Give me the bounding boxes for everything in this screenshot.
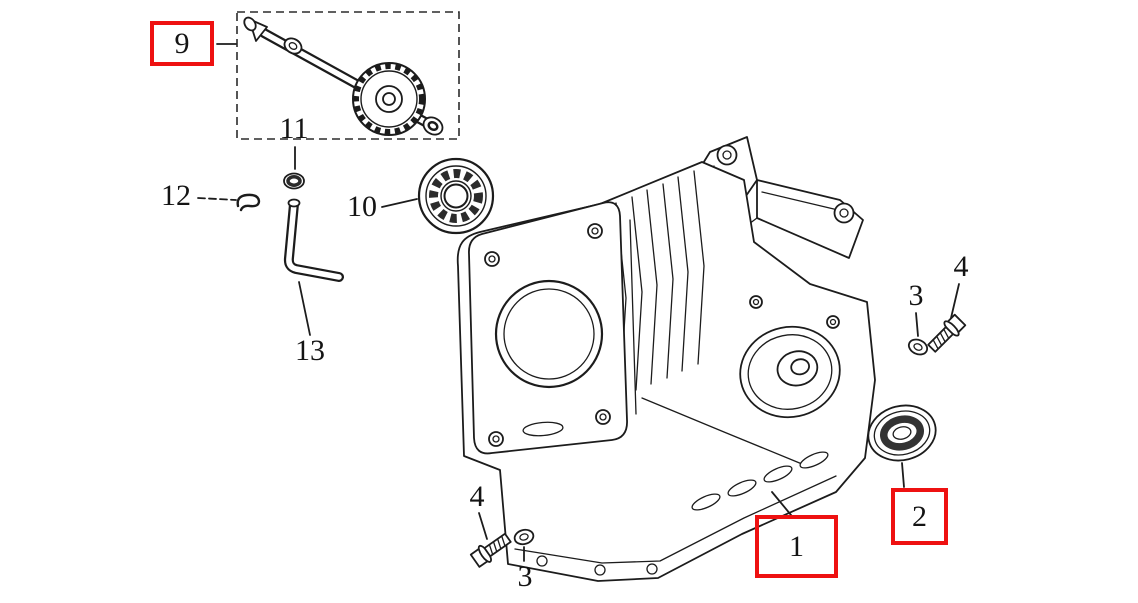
oil-seal-2-drawing	[867, 404, 937, 462]
bolt-4-upper-drawing	[927, 313, 967, 353]
callout-2: 2	[912, 499, 927, 533]
callout-3-upper: 3	[908, 279, 924, 312]
flange-face-drawing	[468, 201, 637, 455]
highlight-box-1[interactable]: 1	[755, 515, 838, 578]
washer-11-drawing	[283, 172, 305, 190]
clip-12-drawing	[236, 193, 261, 212]
callout-11: 11	[279, 112, 309, 145]
callout-12: 12	[161, 179, 191, 212]
callout-3-lower: 3	[517, 560, 533, 593]
callout-1: 1	[789, 529, 804, 563]
camshaft-group-outline	[236, 11, 460, 140]
bolt-bosses-drawing	[749, 295, 840, 329]
callout-13: 13	[295, 334, 325, 367]
leader-lines	[197, 43, 960, 562]
camshaft-assembly-drawing	[243, 16, 444, 136]
crankcase-drawing	[456, 136, 876, 582]
crank-bore-drawing	[739, 325, 841, 419]
washer-3-upper-drawing	[907, 338, 929, 356]
bearing-10-drawing	[417, 157, 495, 235]
highlight-box-2[interactable]: 2	[891, 488, 948, 545]
pipe-13-drawing	[283, 198, 344, 282]
base-rim-drawing	[514, 397, 837, 576]
highlight-box-9[interactable]: 9	[150, 21, 214, 66]
callout-10: 10	[347, 190, 377, 223]
washer-3-lower-drawing	[513, 528, 535, 546]
callout-4-upper: 4	[953, 250, 969, 283]
callout-4-lower: 4	[469, 480, 485, 513]
bolt-4-lower-drawing	[469, 532, 512, 568]
cooling-fins-drawing	[615, 170, 705, 397]
callout-9: 9	[174, 26, 190, 60]
